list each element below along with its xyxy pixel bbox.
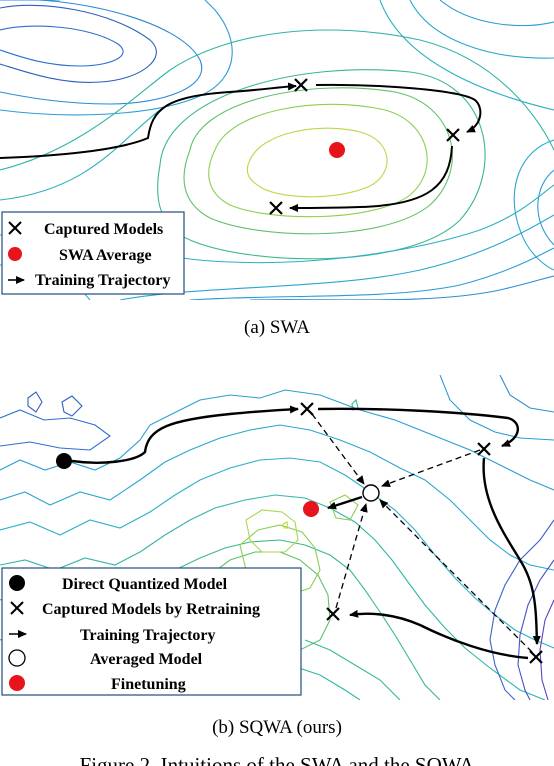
trajectory-a-3 [289,145,453,212]
legend-captured-retraining: Captured Models by Retraining [42,601,260,618]
direct-quantized-point [56,453,72,469]
black-dot-icon [9,575,25,591]
caption-b: (b) SQWA (ours) [212,717,342,738]
legend-a: Captured Models SWA Average Training Tra… [1,211,185,295]
trajectory-b-2 [317,407,519,448]
swa-average-point [329,142,345,158]
trajectory-b-1 [71,405,299,464]
trajectory-b-4 [349,609,529,660]
contour-lines-b [0,375,554,700]
trajectory-a-2 [315,83,482,133]
hollow-circle-icon [8,649,26,667]
x-icon [8,221,22,235]
legend-b: Direct Quantized Model Captured Models b… [1,567,302,696]
panel-b: Direct Quantized Model Captured Models b… [0,375,554,738]
averaged-model-point [362,484,380,502]
dashed-arrow [381,449,481,487]
captured-model-marker [294,78,308,92]
finetuning-point [303,501,319,517]
captured-model-marker [529,650,543,664]
legend-finetuning: Finetuning [111,676,186,693]
dashed-arrow [379,499,533,653]
captured-model-marker [477,442,491,456]
dashed-arrow [335,503,368,609]
panel-a: Captured Models SWA Average Training Tra… [0,0,554,338]
captured-model-marker [269,201,283,215]
legend-averaged-model: Averaged Model [90,651,203,668]
captured-model-marker [326,607,340,621]
legend-swa-average: SWA Average [59,247,152,264]
captured-model-marker [446,128,460,142]
figure-caption: Figure 2. Intuitions of the SWA and the … [80,753,476,766]
legend-training-trajectory-b: Training Trajectory [80,627,216,644]
x-icon [10,601,24,615]
caption-a: (a) SWA [244,317,310,338]
legend-captured-models: Captured Models [44,221,163,238]
dashed-arrow [311,413,365,485]
legend-training-trajectory: Training Trajectory [35,272,171,289]
trajectory-a [0,82,297,159]
contour-lines-a [0,0,554,300]
legend-direct-quantized: Direct Quantized Model [62,576,228,593]
trajectory-b-3 [482,457,541,645]
red-dot-icon [8,247,22,261]
red-dot-icon [9,675,25,691]
captured-model-marker [300,402,314,416]
finetuning-arrow [327,495,363,510]
